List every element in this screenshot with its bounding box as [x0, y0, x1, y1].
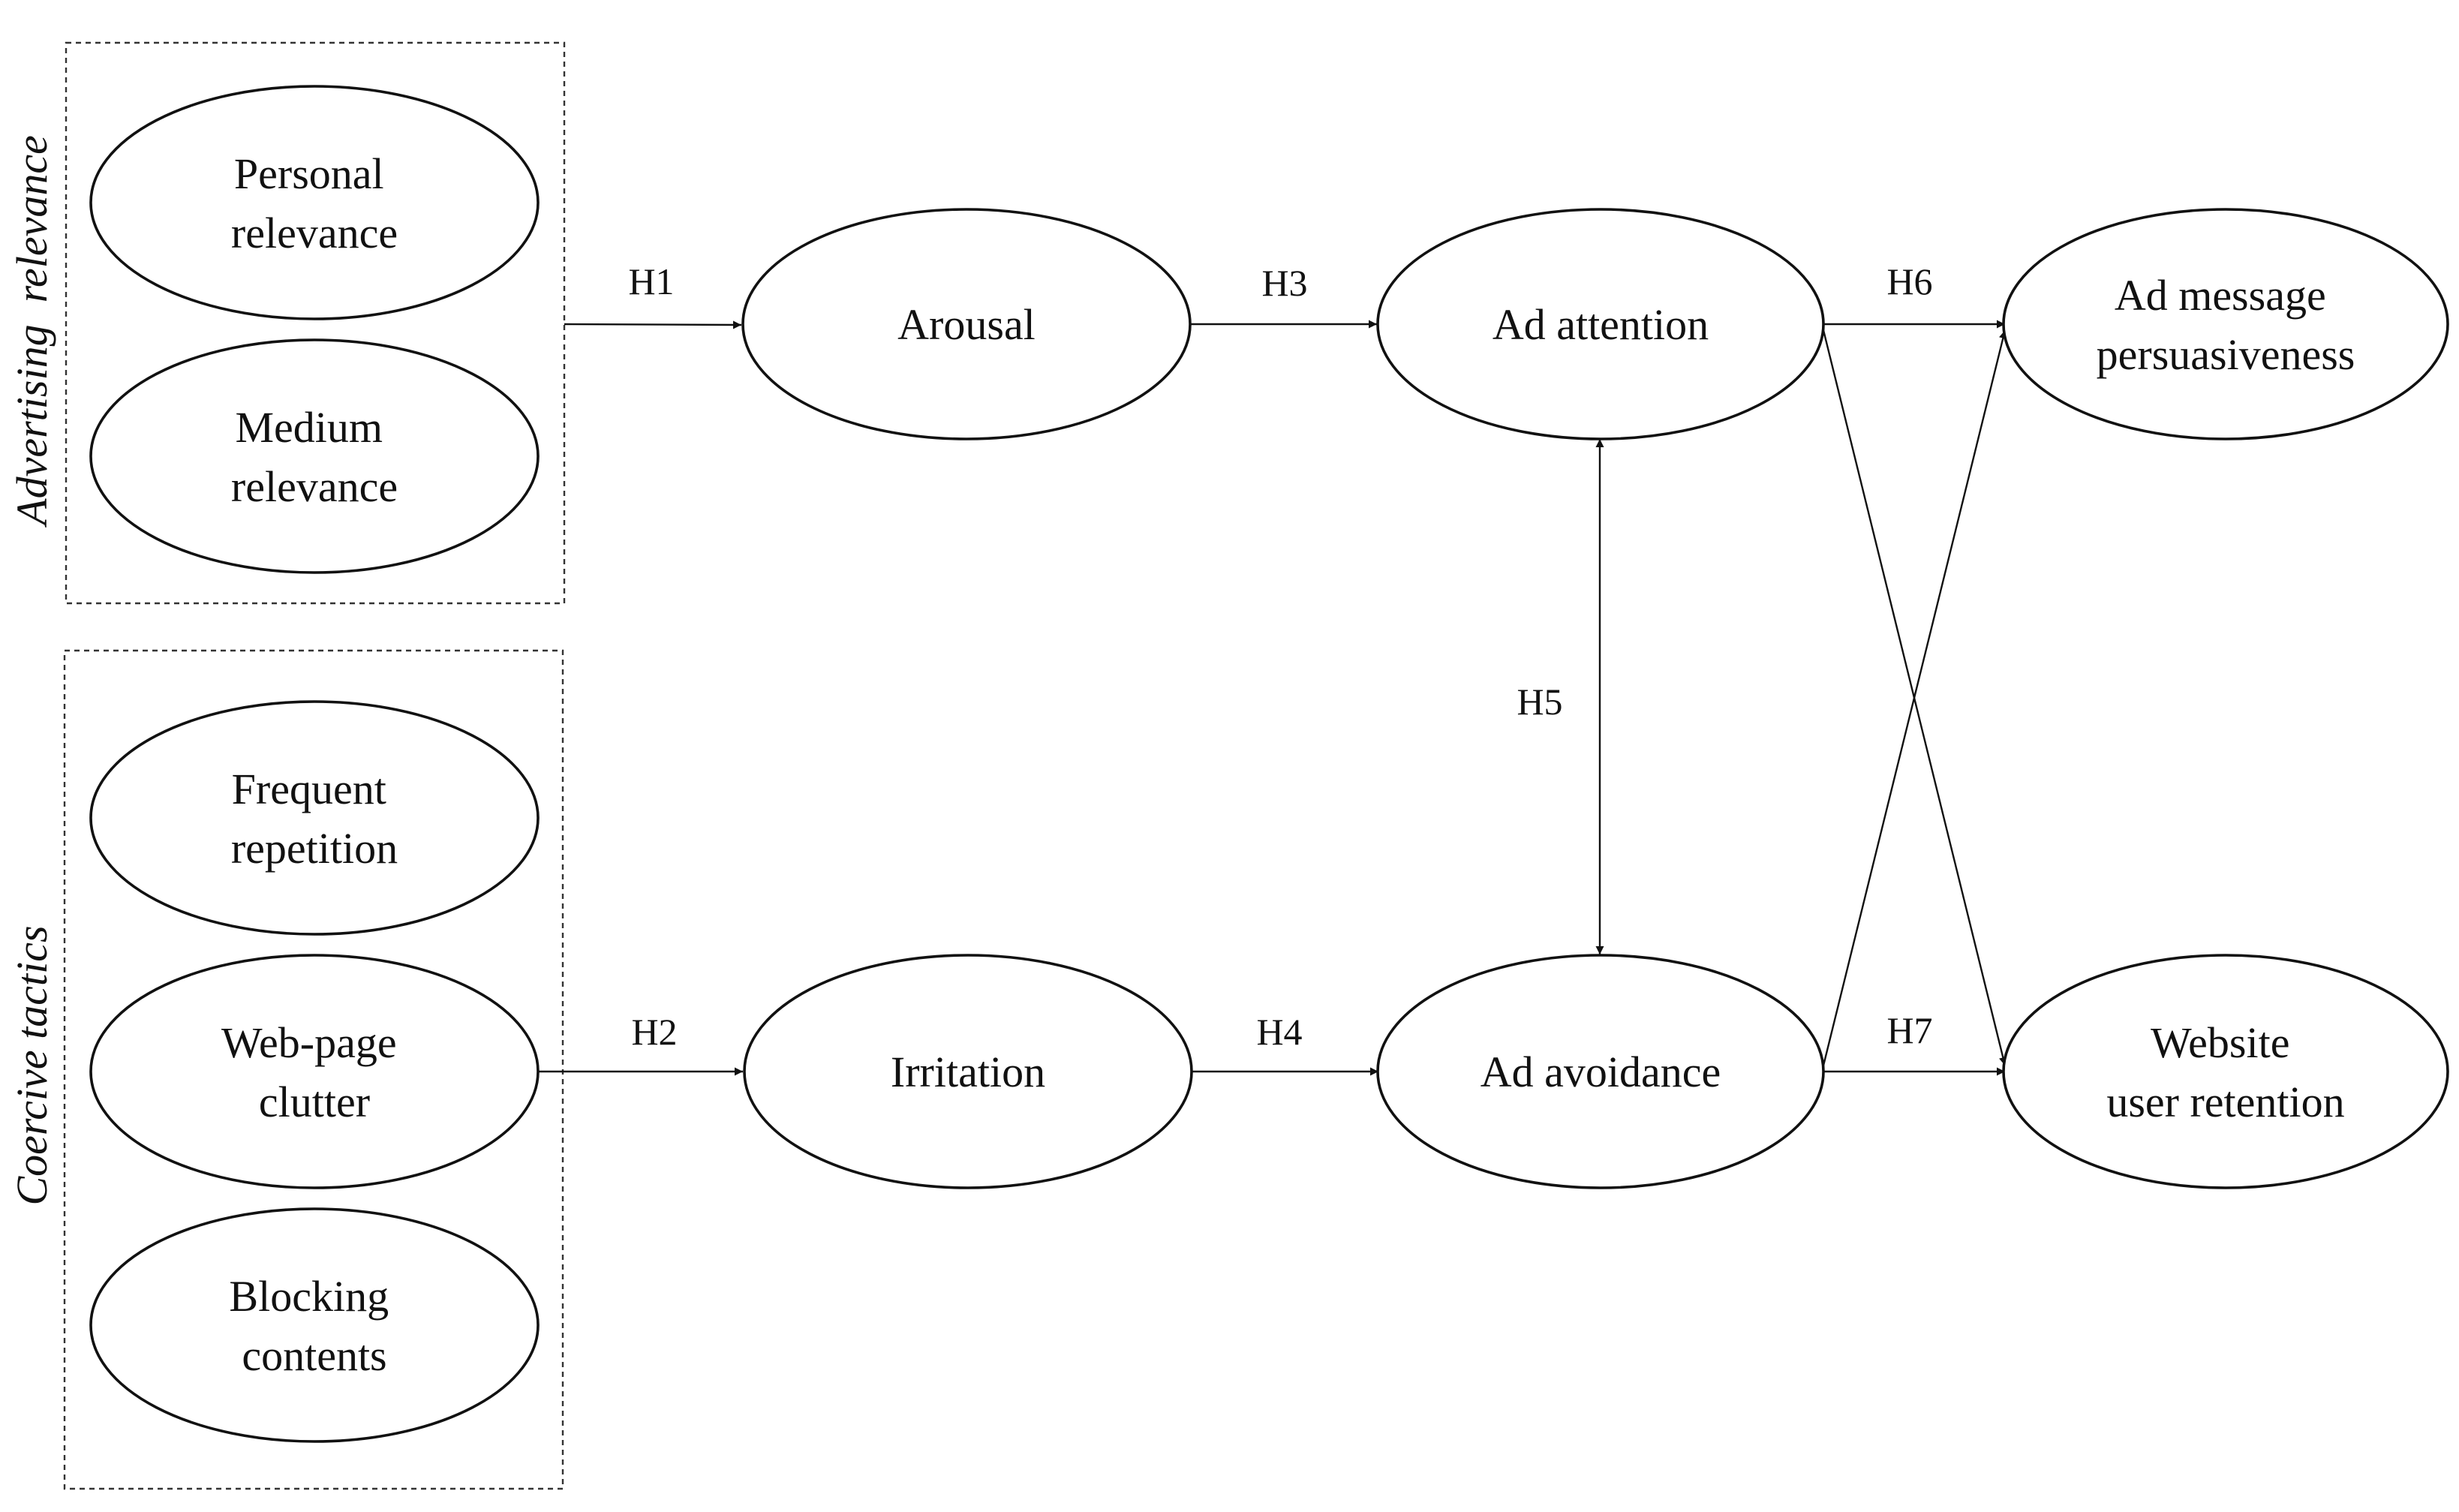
node-label: Medium relevance [231, 403, 398, 511]
node-ellipse [1376, 954, 1825, 1189]
node-arousal: Arousal [741, 208, 1192, 440]
node-ellipse [741, 208, 1192, 440]
node-ellipse [2002, 208, 2449, 440]
edge-h1 [564, 320, 742, 329]
node-ad-message-persuasiveness: Ad message persuasiveness [2002, 208, 2449, 440]
hypothesis-label-h1: H1 [628, 260, 674, 302]
node-label-line-1: Blocking [229, 1272, 389, 1321]
node-label-line-1: Ad message [2115, 271, 2326, 320]
edge-attention-to-retention [1822, 329, 2007, 1066]
node-web-page-clutter: Web-page clutter [89, 954, 540, 1189]
node-label-line-2: contents [242, 1331, 386, 1380]
node-label: Ad message persuasiveness [2097, 271, 2355, 379]
node-label: Arousal [897, 300, 1036, 349]
node-personal-relevance: Personal relevance [89, 85, 540, 320]
advertising-relevance-group-box [65, 41, 566, 605]
node-ellipse [89, 338, 540, 574]
node-label-line-1: Web-page [221, 1018, 397, 1067]
hypothesis-label-h2: H2 [631, 1011, 677, 1053]
node-ellipse [743, 954, 1193, 1189]
node-ad-attention: Ad attention [1376, 208, 1825, 440]
hypothesis-label-h5: H5 [1517, 681, 1562, 723]
node-ellipse [89, 700, 540, 936]
node-ellipse [89, 85, 540, 320]
node-label-line-1: Website [2151, 1018, 2289, 1067]
node-label: Personal relevance [231, 149, 398, 257]
node-ellipse [2002, 954, 2449, 1189]
node-label-line-2: repetition [231, 824, 398, 873]
hypothesis-label-h4: H4 [1256, 1011, 1302, 1053]
node-ad-avoidance: Ad avoidance [1376, 954, 1825, 1189]
node-label: Ad attention [1493, 300, 1709, 349]
coercive-tactics-group-box [63, 649, 564, 1490]
node-label-line-1: Personal [234, 149, 384, 198]
node-irritation: Irritation [743, 954, 1193, 1189]
node-ellipse [89, 1207, 540, 1443]
hypothesis-label-h6: H6 [1886, 260, 1932, 302]
node-label-line-2: user retention [2106, 1078, 2344, 1126]
hypothesis-label-h3: H3 [1261, 262, 1307, 304]
advertising-relevance-group-label: Advertising relevance [8, 135, 56, 528]
node-ellipse [1376, 208, 1825, 440]
node-label-line-2: persuasiveness [2097, 330, 2355, 379]
node-label-line-2: clutter [259, 1078, 370, 1126]
hypothesis-label-h7: H7 [1886, 1009, 1932, 1051]
node-label: Ad avoidance [1481, 1048, 1721, 1096]
node-label: Frequent repetition [231, 765, 398, 873]
node-label-line-1: Medium [235, 403, 383, 452]
node-website-user-retention: Website user retention [2002, 954, 2449, 1189]
node-label-line-2: relevance [231, 209, 398, 257]
node-medium-relevance: Medium relevance [89, 338, 540, 574]
node-label-line-2: relevance [231, 462, 398, 511]
node-ellipse [89, 954, 540, 1189]
coercive-tactics-group-label: Coercive tactics [8, 925, 56, 1205]
node-blocking-contents: Blocking contents [89, 1207, 540, 1443]
node-label: Website user retention [2106, 1018, 2344, 1126]
node-label-line-1: Frequent [232, 765, 386, 813]
node-label: Irritation [891, 1048, 1045, 1096]
node-frequent-repetition: Frequent repetition [89, 700, 540, 936]
node-label: Web-page clutter [221, 1018, 407, 1126]
node-label: Blocking contents [229, 1272, 399, 1380]
